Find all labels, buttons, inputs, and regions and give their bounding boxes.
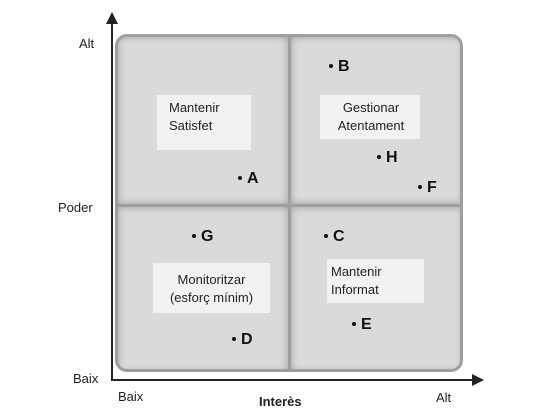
y-axis-arrow-icon (106, 12, 118, 24)
x-axis-arrow-icon (472, 374, 484, 386)
point-marker (418, 184, 422, 189)
horizontal-divider (118, 204, 460, 207)
point-marker (232, 336, 236, 341)
point-marker (324, 233, 328, 238)
point-f: F (418, 179, 437, 197)
point-c: C (324, 228, 345, 246)
y-axis-low-label: Baix (73, 371, 99, 386)
x-axis-low-label: Baix (118, 389, 144, 404)
y-axis-high-label: Alt (79, 36, 95, 51)
point-marker (238, 175, 242, 180)
quadrant-label-top-left: Mantenir Satisfet (157, 95, 251, 150)
vertical-divider (288, 37, 291, 369)
point-b: B (329, 58, 350, 76)
point-marker (192, 233, 196, 238)
quadrant-label-top-right: Gestionar Atentament (320, 95, 420, 139)
point-d: D (232, 331, 253, 349)
y-axis-line (111, 20, 113, 381)
quadrant-label-bottom-left: Monitoritzar (esforç mínim) (153, 263, 270, 313)
x-axis-high-label: Alt (436, 390, 452, 405)
point-g: G (192, 228, 213, 246)
x-axis-line (111, 379, 474, 381)
point-a: A (238, 170, 259, 188)
point-h: H (377, 149, 398, 167)
x-axis-title: Interès (259, 394, 302, 409)
y-axis-title: Poder (58, 200, 93, 215)
point-marker (377, 154, 381, 159)
point-marker (329, 63, 333, 68)
quadrant-label-bottom-right: Mantenir Informat (327, 259, 424, 303)
quadrant-grid (115, 34, 463, 372)
point-e: E (352, 316, 372, 334)
point-marker (352, 321, 356, 326)
